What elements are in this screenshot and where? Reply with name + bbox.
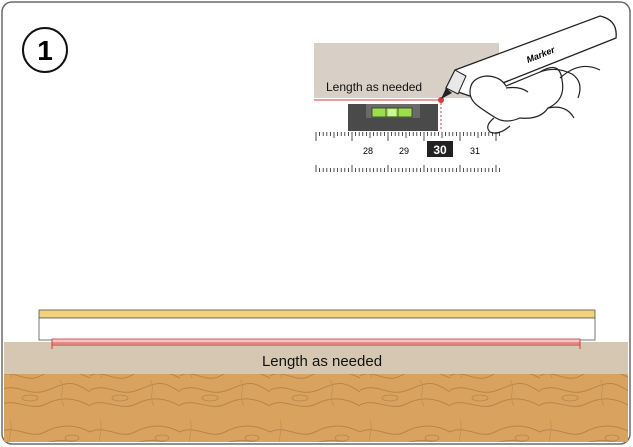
highlighted-tick-box — [427, 141, 453, 157]
ruler-tick-28: 28 — [363, 146, 373, 156]
hand-outline — [469, 65, 601, 134]
step-badge: 1 — [22, 27, 68, 73]
spirit-level — [348, 104, 438, 131]
detail-inset: Length as needed 28 29 30 31 — [314, 15, 617, 173]
plank-top-strip — [38, 309, 596, 319]
marking-point — [438, 97, 444, 103]
floor-scene: Length as needed — [4, 309, 628, 442]
ruler-tick-30: 30 — [433, 143, 447, 157]
inset-length-label: Length as needed — [326, 80, 422, 94]
measuring-ruler: 28 29 30 31 — [314, 131, 504, 173]
ruler-tick-29: 29 — [399, 146, 409, 156]
step-number: 1 — [37, 35, 53, 66]
cut-strip — [51, 338, 581, 344]
base-layer — [4, 342, 628, 374]
ground-layer — [4, 374, 628, 442]
ruler-tick-31: 31 — [470, 146, 480, 156]
ground-length-label: Length as needed — [262, 353, 382, 370]
plank-body — [38, 317, 596, 341]
